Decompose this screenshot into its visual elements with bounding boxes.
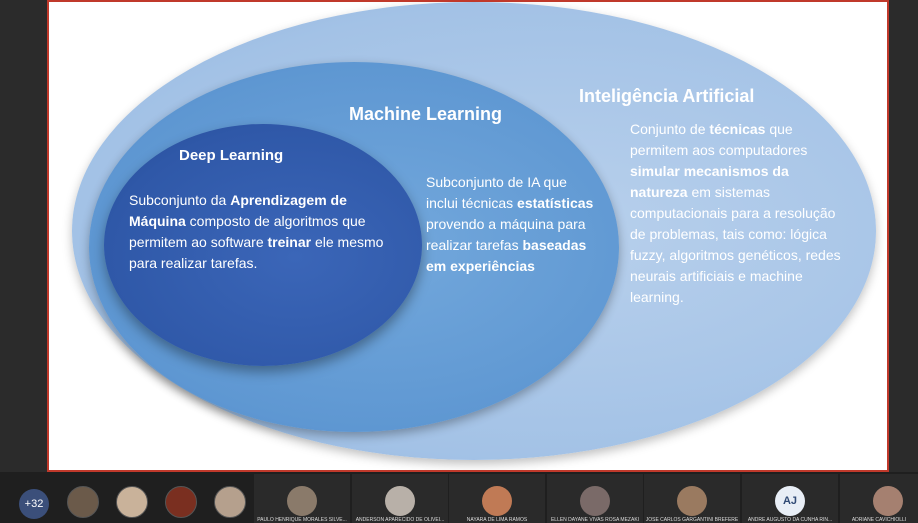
participant-name: PAULO HENRIQUE MORALES SILVE... [257,517,347,523]
participant-tile[interactable]: PAULO HENRIQUE MORALES SILVE... [254,474,350,523]
participant-name: JOSE CARLOS GARGANTINI BREFERE [645,517,739,523]
ml-description: Subconjunto de IA que inclui técnicas es… [426,174,594,274]
dl-description: Subconjunto da Aprendizagem de Máquina c… [129,192,384,271]
participant-tile[interactable]: ELLEN DAYANE VIVAS ROSA MEZAKI [547,474,643,523]
presentation-slide: Inteligência Artificial Conjunto de técn… [47,0,889,472]
participant-name: ELLEN DAYANE VIVAS ROSA MEZAKI [550,517,640,523]
avatar[interactable] [116,486,148,518]
ml-title: Machine Learning [349,104,503,124]
participant-name: ANDERSON APARECIDO DE OLIVEI... [355,517,445,523]
more-participants-button[interactable]: +32 [19,489,49,519]
participant-name: ANDRE AUGUSTO DA CUNHA RIN... [747,517,833,523]
avatar[interactable] [67,486,99,518]
avatar[interactable] [214,486,246,518]
avatar [482,486,512,516]
avatar [677,486,707,516]
avatar [873,486,903,516]
avatar: AJ [775,486,805,516]
participant-tile[interactable]: NAYARA DE LIMA RAMOS [449,474,545,523]
avatar [287,486,317,516]
ai-description: Conjunto de técnicas que permitem aos co… [630,121,841,305]
dl-ellipse [104,124,422,366]
avatar[interactable] [165,486,197,518]
avatar [385,486,415,516]
participant-tile[interactable]: ANDERSON APARECIDO DE OLIVEI... [352,474,448,523]
participant-name: NAYARA DE LIMA RAMOS [466,517,528,523]
participant-name: ADRIANE CAVICHIOLLI [851,517,907,523]
ai-title: Inteligência Artificial [579,86,755,106]
avatar [580,486,610,516]
participant-tile[interactable]: JOSE CARLOS GARGANTINI BREFERE [644,474,740,523]
dl-title: Deep Learning [179,147,284,164]
participant-tile[interactable]: ADRIANE CAVICHIOLLI [840,474,918,523]
